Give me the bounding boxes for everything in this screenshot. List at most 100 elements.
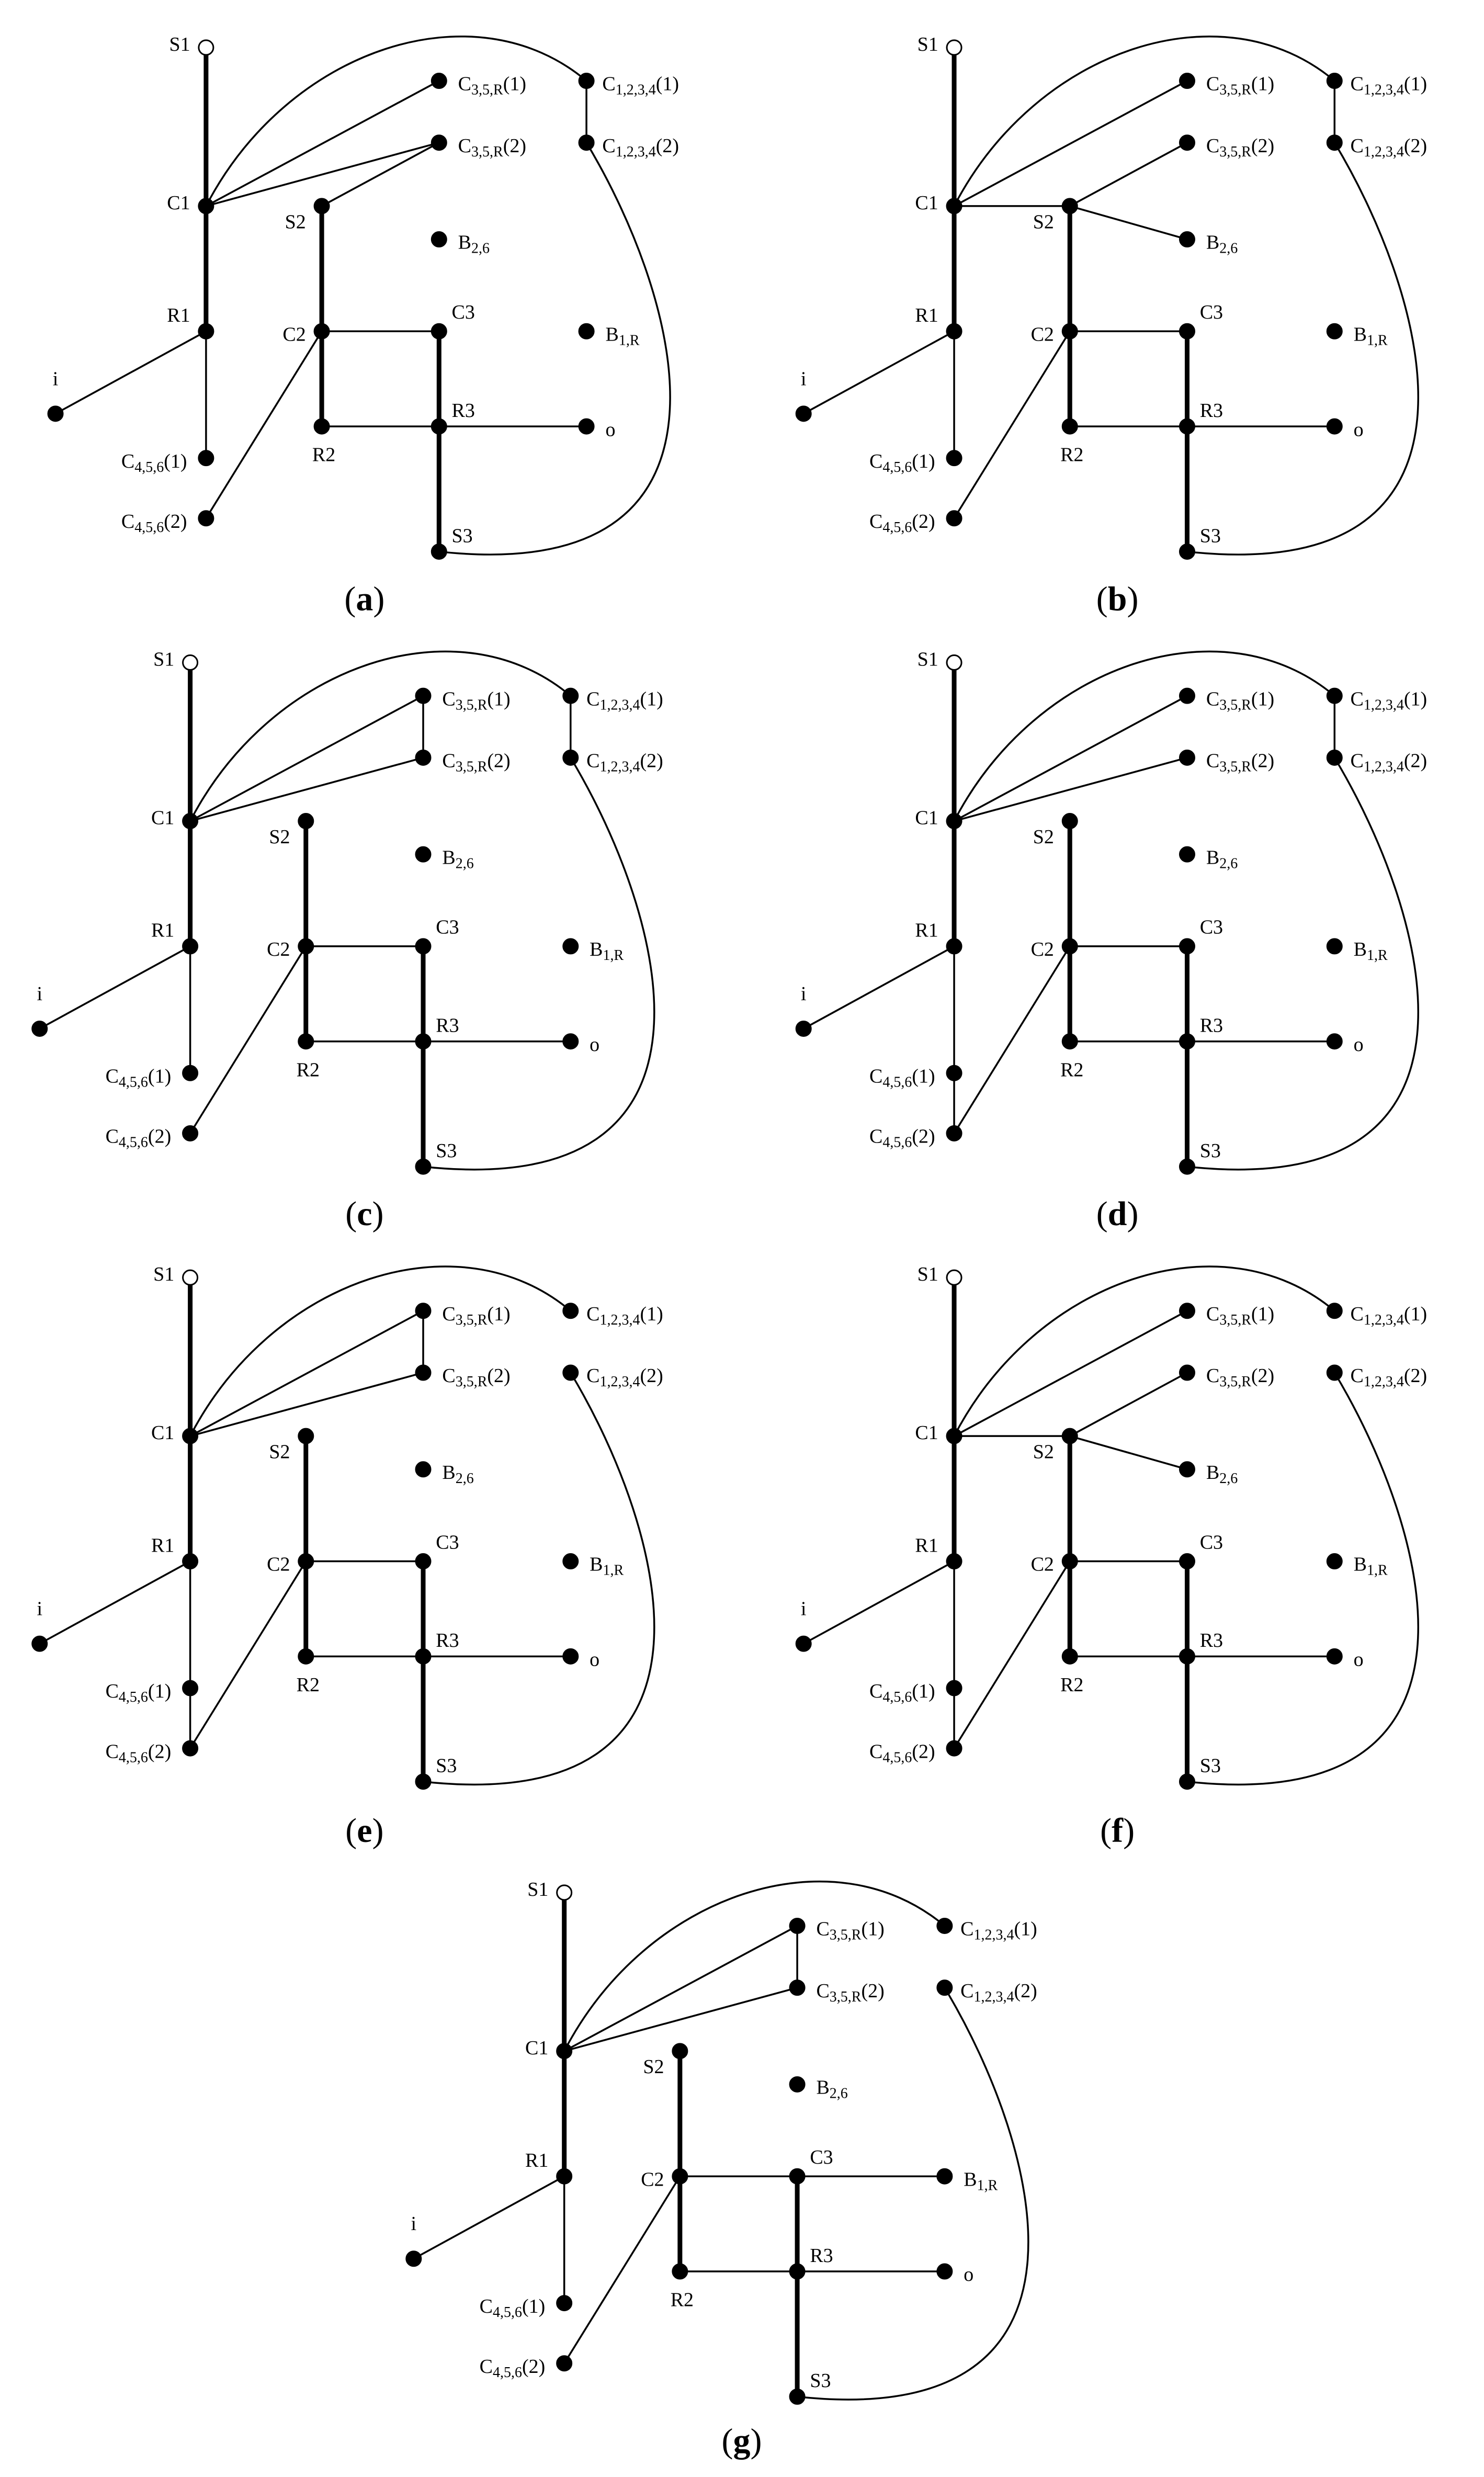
node-label-C456_2: C4,5,6(2): [869, 511, 935, 536]
node-label-C2: C2: [1031, 323, 1054, 345]
node-label-C456_1: C4,5,6(1): [106, 1065, 172, 1090]
node-label-R3: R3: [1200, 400, 1223, 422]
edge-C1234_2-S3-curve: [439, 142, 671, 556]
edge-S2-C35R_2: [1069, 142, 1188, 207]
node-label-B1R: B1,R: [590, 1554, 624, 1579]
node-i: [47, 405, 64, 422]
node-label-C2: C2: [1031, 1554, 1054, 1576]
node-C35R_2: [1179, 749, 1195, 766]
node-C456_1: [946, 1065, 962, 1081]
node-label-C456_1: C4,5,6(1): [869, 450, 935, 476]
node-o: [562, 1648, 579, 1665]
node-label-R3: R3: [436, 1630, 459, 1652]
node-label-S3: S3: [436, 1140, 457, 1162]
node-label-C1234_2: C1,2,3,4(2): [602, 135, 679, 160]
node-label-C1234_1: C1,2,3,4(1): [1351, 688, 1428, 713]
node-label-B26: B2,6: [1206, 232, 1238, 257]
node-label-S3: S3: [452, 525, 473, 547]
node-R3: [1179, 1648, 1195, 1665]
node-C456_2: [946, 1125, 962, 1141]
node-label-B26: B2,6: [442, 1462, 473, 1487]
node-label-C35R_1: C3,5,R(1): [442, 688, 510, 713]
node-label-C456_2: C4,5,6(2): [869, 1740, 935, 1766]
node-label-R2: R2: [671, 2289, 694, 2311]
node-label-R3: R3: [1200, 1015, 1223, 1037]
panel-g: S1C3,5,R(1)C1,2,3,4(1)C3,5,R(2)C1,2,3,4(…: [405, 1879, 1037, 2405]
node-label-C1234_2: C1,2,3,4(2): [586, 1365, 663, 1390]
node-o: [1326, 418, 1343, 435]
edge-R1-i: [39, 1560, 191, 1645]
node-label-C3: C3: [1200, 917, 1223, 938]
edge-R1-i: [39, 945, 191, 1030]
node-label-C35R_2: C3,5,R(2): [816, 1980, 884, 2005]
node-label-S2: S2: [269, 1441, 290, 1463]
node-label-C1234_1: C1,2,3,4(1): [602, 73, 679, 98]
node-label-S2: S2: [1033, 1441, 1054, 1463]
node-label-C2: C2: [282, 323, 305, 345]
node-C456_2: [198, 510, 214, 527]
node-C456_1: [198, 450, 214, 467]
node-B1R: [1326, 323, 1343, 340]
node-label-C3: C3: [810, 2146, 833, 2168]
node-C1: [946, 1428, 962, 1444]
edge-C2-C456_2: [953, 331, 1071, 519]
node-R2: [298, 1033, 314, 1050]
node-C1234_1: [1326, 73, 1343, 89]
edge-C1-C35R_1: [954, 80, 1188, 207]
node-label-i: i: [801, 983, 807, 1005]
node-label-C1234_2: C1,2,3,4(2): [960, 1980, 1037, 2005]
node-label-o: o: [1354, 1649, 1364, 1671]
panel-caption-e: (e): [345, 1812, 383, 1850]
node-C456_1: [556, 2295, 573, 2312]
edge-C2-C456_2: [953, 1560, 1071, 1749]
edge-C1234_2-S3-curve: [423, 757, 655, 1171]
node-C2: [298, 1553, 314, 1570]
node-label-B26: B2,6: [442, 846, 473, 872]
edge-C1234_2-S3-curve: [797, 1987, 1029, 2401]
node-label-B26: B2,6: [1206, 846, 1238, 872]
node-R1: [556, 2168, 573, 2185]
node-C35R_1: [789, 1917, 806, 1934]
node-label-i: i: [37, 1598, 42, 1620]
edge-C1-C35R_1: [206, 80, 440, 207]
node-label-C1: C1: [525, 2037, 548, 2059]
node-S1: [198, 39, 214, 56]
node-B26: [415, 1461, 432, 1478]
edge-C1234_2-S3-curve: [1187, 142, 1419, 556]
node-i: [795, 1635, 812, 1652]
node-label-S3: S3: [810, 2370, 831, 2392]
node-i: [405, 2250, 422, 2267]
panel-a: S1C3,5,R(1)C1,2,3,4(1)C3,5,R(2)C1,2,3,4(…: [47, 33, 679, 560]
node-C35R_2: [415, 749, 432, 766]
node-label-C1234_2: C1,2,3,4(2): [1351, 750, 1428, 775]
node-C3: [1179, 938, 1195, 955]
edge-C1-C1234_1-curve: [205, 36, 587, 207]
node-label-R3: R3: [1200, 1630, 1223, 1652]
node-label-R1: R1: [151, 920, 174, 942]
node-i: [795, 1020, 812, 1037]
node-label-R2: R2: [1060, 1059, 1083, 1081]
node-label-C456_2: C4,5,6(2): [106, 1126, 172, 1151]
edge-C1-C35R_2: [206, 142, 439, 207]
node-R2: [313, 418, 330, 435]
node-label-C1234_2: C1,2,3,4(2): [1351, 1365, 1428, 1390]
node-o: [578, 418, 595, 435]
node-label-R1: R1: [167, 304, 190, 326]
node-C1234_2: [562, 1364, 579, 1381]
node-C456_2: [946, 1740, 962, 1757]
panel-caption-c: (c): [345, 1195, 383, 1233]
node-C35R_1: [415, 687, 432, 704]
node-label-S1: S1: [527, 1879, 548, 1901]
edge-S2-C35R_2: [1069, 1372, 1188, 1437]
node-label-R3: R3: [452, 400, 475, 422]
node-label-R1: R1: [915, 304, 938, 326]
node-label-S1: S1: [153, 1263, 174, 1285]
node-C3: [1179, 323, 1195, 340]
node-C2: [298, 938, 314, 955]
node-label-o: o: [1354, 419, 1364, 440]
edge-C2-C456_2: [563, 2176, 681, 2364]
node-label-C1: C1: [167, 192, 190, 214]
panel-caption-d: (d): [1096, 1195, 1139, 1233]
node-R1: [198, 323, 214, 340]
